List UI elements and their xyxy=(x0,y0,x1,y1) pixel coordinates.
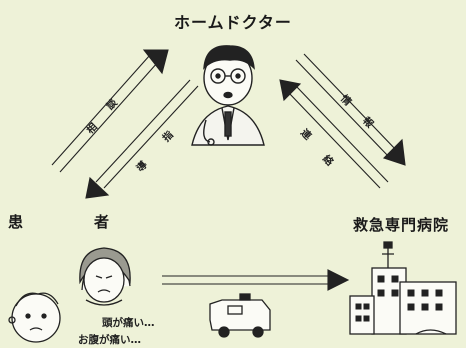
doctor-title: ホームドクター xyxy=(174,13,292,32)
ambulance-icon xyxy=(209,293,271,338)
speech-stomachache: お腹が痛い… xyxy=(78,334,141,346)
arrow-guidance xyxy=(85,79,199,199)
patient-label-char1: 患 xyxy=(8,213,24,231)
patient-label-char2: 者 xyxy=(94,213,110,231)
hospital-label: 救急専門病院 xyxy=(353,216,450,234)
hospital-building-icon xyxy=(349,241,457,335)
arrow-transport xyxy=(162,269,350,291)
arrow-consult xyxy=(51,49,169,173)
doctor-figure xyxy=(191,45,265,146)
speech-headache: 頭が痛い… xyxy=(102,317,155,329)
arrow-information xyxy=(295,53,406,166)
arrow-contact xyxy=(279,79,389,189)
patient-woman xyxy=(79,247,131,306)
patient-child xyxy=(8,292,61,343)
